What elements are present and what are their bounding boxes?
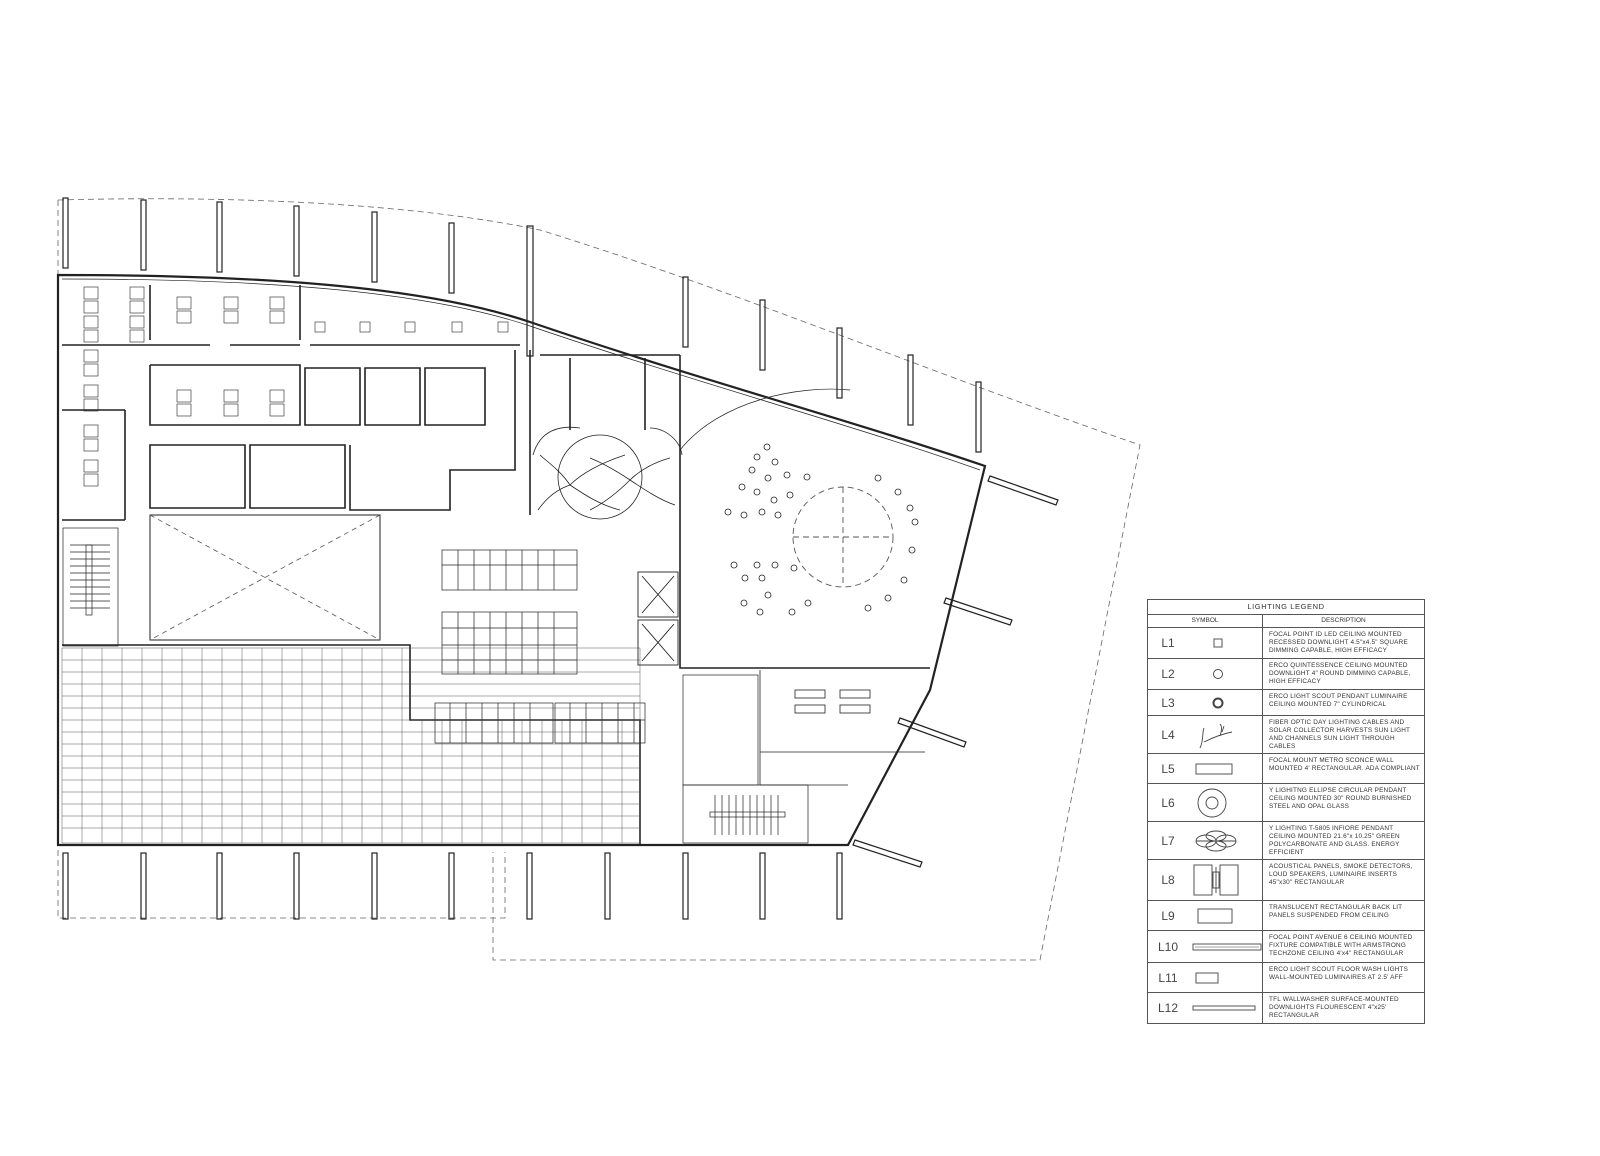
thin-bar-icon [1188,1004,1262,1012]
legend-code: L12 [1157,1001,1179,1015]
legend-code: L3 [1161,695,1175,710]
rectangle-icon [1188,907,1262,925]
legend-code: L5 [1161,761,1175,776]
legend-row-l12: L12 TFL WALLWASHER SURFACE-MOUNTED DOWNL… [1148,993,1424,1023]
legend-title: LIGHTING LEGEND [1148,600,1424,615]
legend-description: FOCAL POINT AVENUE 6 CEILING MOUNTED FIX… [1269,934,1413,957]
legend-description: ERCO LIGHT SCOUT FLOOR WASH LIGHTS WALL-… [1269,966,1409,981]
legend-col-symbol: SYMBOL [1148,615,1263,627]
legend-header: SYMBOL DESCRIPTION [1148,615,1424,628]
legend-description: FIBER OPTIC DAY LIGHTING CABLES AND SOLA… [1269,719,1411,750]
legend-code: L4 [1161,727,1175,742]
legend-row-l3: L3 ERCO LIGHT SCOUT PENDANT LUMINAIRE CE… [1148,690,1424,716]
acoustic-panel-icon [1188,863,1262,897]
fiber-optic-tree-area [532,426,683,520]
double-circle-icon [1188,787,1262,819]
plaza-circle [792,486,894,588]
open-to-below [149,514,381,641]
legend-code: L2 [1161,667,1175,681]
pendant-cluster [724,443,919,616]
flower-pendant-icon [1188,829,1262,853]
legend-description: ACOUSTICAL PANELS, SMOKE DETECTORS, LOUD… [1269,863,1413,886]
legend-description: ERCO LIGHT SCOUT PENDANT LUMINAIRE CEILI… [1269,693,1408,708]
legend-description: Y LIGHITNG ELLIPSE CIRCULAR PENDANT CEIL… [1269,787,1412,810]
small-square-icon [1188,636,1262,650]
stair-right [682,784,809,844]
ceiling-grid [61,647,641,844]
legend-description: Y LIGHTING T-5805 INFIORE PENDANT CEILIN… [1269,825,1400,856]
thick-ring-icon [1188,696,1262,710]
right-rooms [759,670,925,786]
roof-outline-dashed [57,198,1141,961]
legend-description: TFL WALLWASHER SURFACE-MOUNTED DOWNLIGHT… [1269,996,1399,1019]
legend-code: L1 [1161,636,1175,650]
legend-row-l1: L1 FOCAL POINT ID LED CEILING MOUNTED RE… [1148,628,1424,659]
rectangle-icon [1188,762,1262,776]
legend-row-l5: L5 FOCAL MOUNT METRO SCONCE WALL MOUNTED… [1148,754,1424,784]
legend-row-l7: L7 Y LIGHTING T-5805 INFIORE PENDANT CEI… [1148,822,1424,860]
legend-description: ERCO QUINTESSENCE CEILING MOUNTED DOWNLI… [1269,662,1411,685]
legend-description: FOCAL POINT ID LED CEILING MOUNTED RECES… [1269,631,1408,654]
legend-code: L8 [1161,873,1175,887]
facade-fins [62,197,1059,920]
legend-code: L10 [1157,939,1179,954]
legend-col-description: DESCRIPTION [1321,617,1366,624]
legend-code: L7 [1161,833,1175,848]
elevators [637,571,679,666]
fiber-branch-icon [1188,720,1262,750]
legend-row-l9: L9 TRANSLUCENT RECTANGULAR BACK LIT PANE… [1148,901,1424,931]
legend-row-l4: L4 FIBER OPTIC DAY LIGHTING CABLES AND S… [1148,716,1424,754]
lighting-legend: LIGHTING LEGEND SYMBOL DESCRIPTION L1 FO… [1147,599,1425,1024]
legend-row-l6: L6 Y LIGHITNG ELLIPSE CIRCULAR PENDANT C… [1148,784,1424,822]
legend-code: L11 [1158,970,1178,985]
small-circle-icon [1188,667,1262,681]
desk-clusters [83,286,509,487]
legend-row-l11: L11 ERCO LIGHT SCOUT FLOOR WASH LIGHTS W… [1148,963,1424,993]
legend-description: FOCAL MOUNT METRO SCONCE WALL MOUNTED 4'… [1269,757,1420,772]
legend-row-l2: L2 ERCO QUINTESSENCE CEILING MOUNTED DOW… [1148,659,1424,690]
small-rectangle-icon [1188,971,1262,985]
legend-code: L6 [1161,795,1175,810]
stair-left [62,527,119,647]
exterior-wall [56,273,987,847]
legend-row-l10: L10 FOCAL POINT AVENUE 6 CEILING MOUNTED… [1148,931,1424,963]
legend-code: L9 [1161,908,1175,923]
legend-row-l8: L8 ACOUSTICAL PANELS, SMOKE DETECTORS, L… [1148,860,1424,901]
long-bar-icon [1188,942,1262,952]
legend-description: TRANSLUCENT RECTANGULAR BACK LIT PANELS … [1269,904,1403,919]
